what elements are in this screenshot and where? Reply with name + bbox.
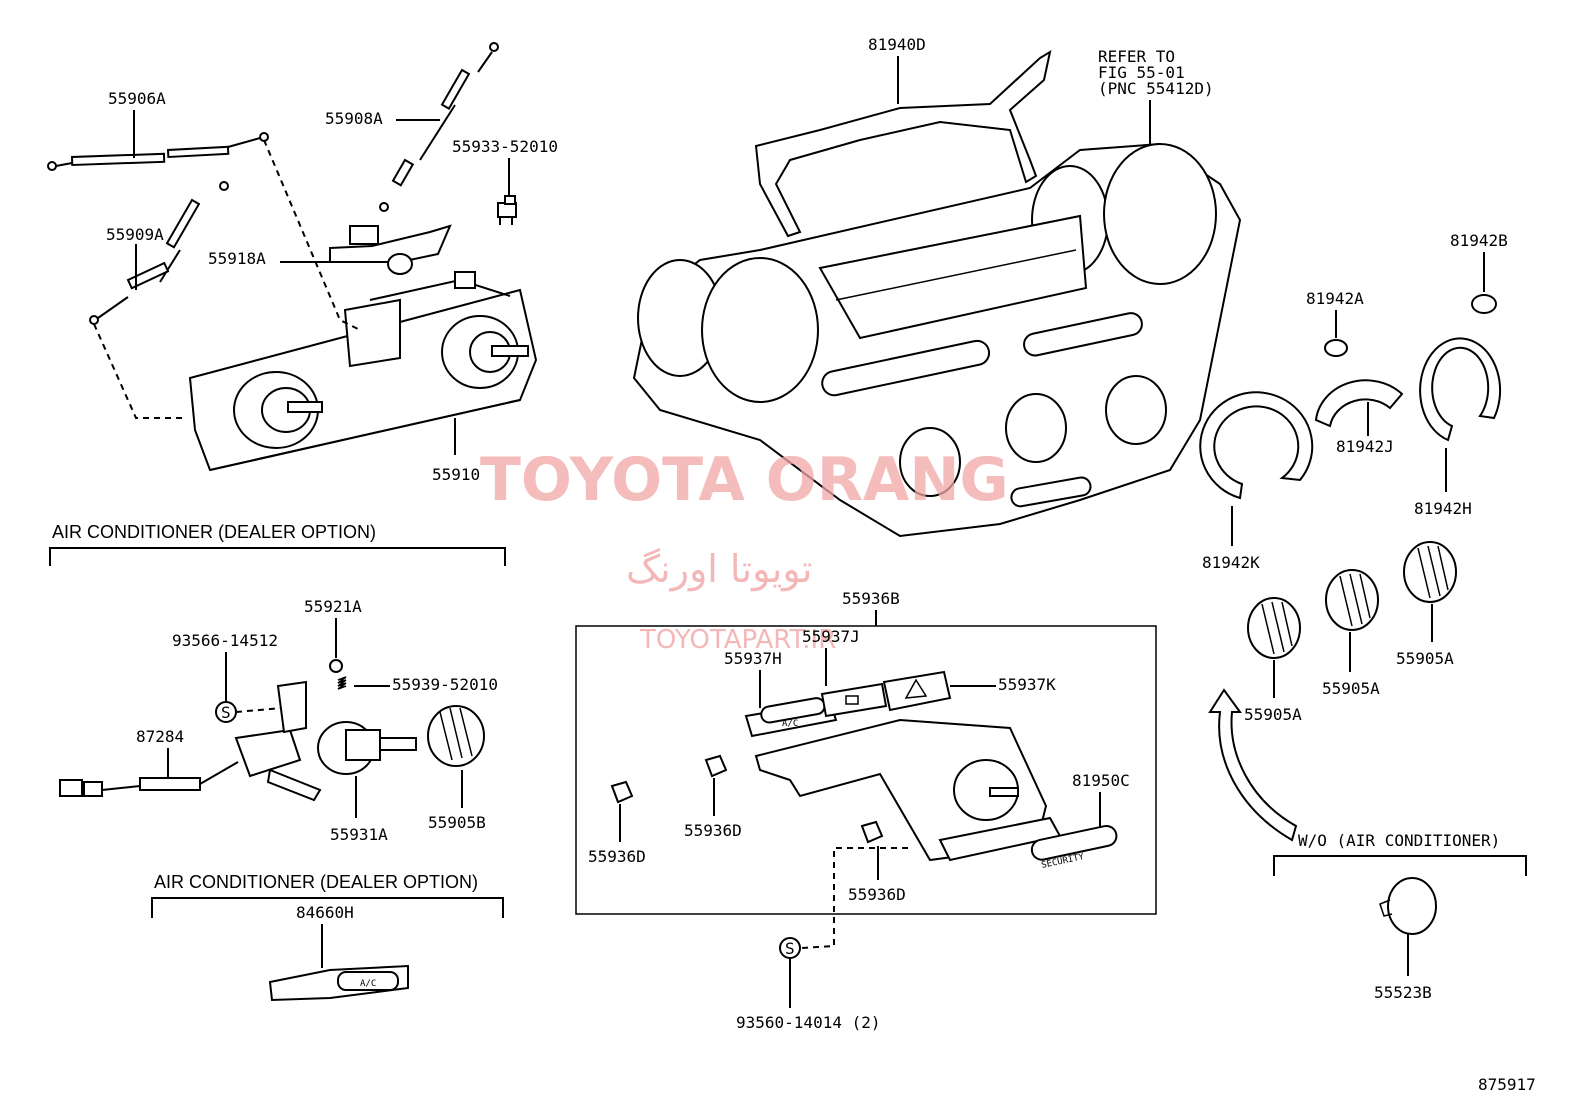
- label-55910: 55910: [432, 465, 480, 484]
- svg-text:S: S: [221, 703, 231, 722]
- s-mark-a: S: [215, 701, 237, 723]
- label-55937K: 55937K: [998, 675, 1056, 694]
- label-55905A-a: 55905A: [1244, 705, 1302, 724]
- clip-81942B: [1471, 294, 1497, 314]
- control-bracket: [754, 718, 1062, 862]
- wire-harness-81940D: [754, 49, 1052, 238]
- bulb-55936D-a: [610, 780, 634, 804]
- figure-number: 875917: [1478, 1075, 1536, 1094]
- cable-55909A: [89, 181, 229, 325]
- label-55906A: 55906A: [108, 89, 166, 108]
- knob-55905A-b: [1325, 569, 1379, 631]
- label-55905A-c: 55905A: [1396, 649, 1454, 668]
- s-mark-b: S: [779, 937, 801, 959]
- watermark-persian: تویوتا اورنگ: [626, 547, 813, 592]
- section-wo-ac: W/O (AIR CONDITIONER): [1298, 831, 1500, 850]
- bulb-55936D-b: [704, 754, 728, 778]
- section-ac-dealer-option-2: AIR CONDITIONER (DEALER OPTION): [154, 872, 478, 892]
- label-55905B: 55905B: [428, 813, 486, 832]
- label-81942K: 81942K: [1202, 553, 1260, 572]
- label-93560-14014: 93560-14014 (2): [736, 1013, 881, 1032]
- label-55936B: 55936B: [842, 589, 900, 608]
- lever-55918A: [329, 224, 452, 275]
- ball-55921A: [329, 659, 343, 673]
- label-55936D-b: 55936D: [684, 821, 742, 840]
- watermark-url: TOYOTAPART.IR: [639, 625, 836, 655]
- harness-87284: [59, 680, 322, 802]
- label-55909A: 55909A: [106, 225, 164, 244]
- knob-55905A-c: [1403, 541, 1457, 603]
- indicator-81942K: [1199, 391, 1314, 500]
- dash-panel: [632, 142, 1242, 538]
- clip-81942A: [1324, 339, 1348, 357]
- clip-55933: [497, 195, 517, 225]
- label-81942H: 81942H: [1414, 499, 1472, 518]
- label-refer-to: REFER TO: [1098, 47, 1175, 66]
- label-55937H: 55937H: [724, 649, 782, 668]
- label-fig-55-01: FIG 55-01: [1098, 63, 1185, 82]
- label-81950C: 81950C: [1072, 771, 1130, 790]
- svg-text:A/C: A/C: [782, 719, 798, 729]
- label-55939-52010: 55939-52010: [392, 675, 498, 694]
- indicator-81942J: [1314, 379, 1404, 428]
- svg-text:A/C: A/C: [360, 979, 376, 989]
- label-81942J: 81942J: [1336, 437, 1394, 456]
- knob-55905B: [427, 705, 485, 767]
- label-55908A: 55908A: [325, 109, 383, 128]
- label-55937J: 55937J: [802, 627, 860, 646]
- defog-switch-55937J: [820, 682, 888, 718]
- arrow-icon: [1208, 688, 1298, 842]
- hazard-switch-55937K: [882, 670, 952, 712]
- label-pnc-55412D: (PNC 55412D): [1098, 79, 1214, 98]
- heater-control-55910: [188, 271, 538, 472]
- knob-55905A-a: [1247, 597, 1301, 659]
- label-55918A: 55918A: [208, 249, 266, 268]
- switch-55931A: [317, 721, 417, 775]
- label-55931A: 55931A: [330, 825, 388, 844]
- label-55936D-c: 55936D: [848, 885, 906, 904]
- label-81940D: 81940D: [868, 35, 926, 54]
- cable-55908A: [379, 42, 499, 212]
- label-93566-14512: 93566-14512: [172, 631, 278, 650]
- label-55905A-b: 55905A: [1322, 679, 1380, 698]
- label-84660H: 84660H: [296, 903, 354, 922]
- watermark-brand: TOYOTA ORANG: [480, 445, 1009, 515]
- label-55933-52010: 55933-52010: [452, 137, 558, 156]
- cable-55906A: [47, 132, 269, 171]
- label-81942A: 81942A: [1306, 289, 1364, 308]
- ac-switch-55937H: A/C: [744, 697, 838, 738]
- section-ac-dealer-option-1: AIR CONDITIONER (DEALER OPTION): [52, 522, 376, 542]
- ac-switch-84660H: A/C: [268, 964, 409, 1002]
- box-55936B: [575, 625, 1157, 915]
- spring-55939: [337, 676, 347, 690]
- label-55921A: 55921A: [304, 597, 362, 616]
- label-55936D-a: 55936D: [588, 847, 646, 866]
- label-87284: 87284: [136, 727, 184, 746]
- label-55523B: 55523B: [1374, 983, 1432, 1002]
- cap-55523B: [1379, 877, 1437, 935]
- bulb-55936D-c: [860, 820, 884, 844]
- svg-text:S: S: [785, 939, 795, 958]
- label-81942B: 81942B: [1450, 231, 1508, 250]
- indicator-81942H: [1419, 337, 1502, 442]
